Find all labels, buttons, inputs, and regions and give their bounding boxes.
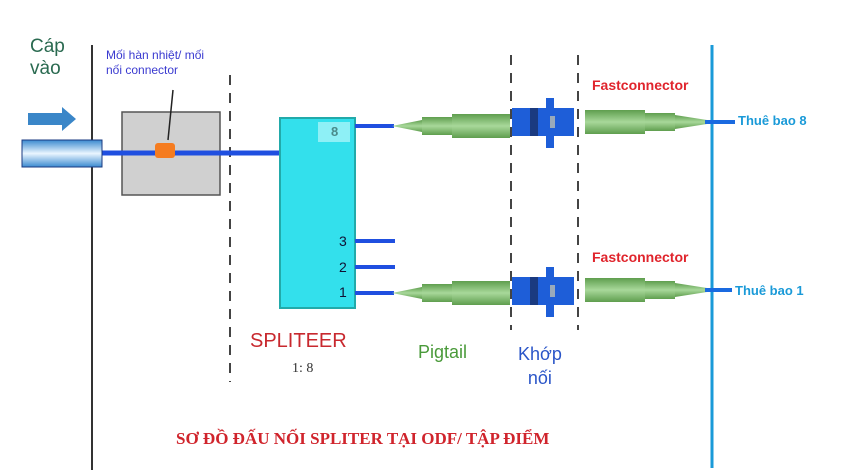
pointer-line	[167, 89, 174, 141]
coupler-1	[512, 267, 574, 317]
splitter-label: SPLITEER	[250, 330, 347, 352]
fastconnector-1	[585, 278, 707, 302]
splitter-box	[279, 117, 356, 309]
fastconnector-label-top: Fastconnector	[592, 77, 689, 93]
port-3: 3	[339, 233, 347, 249]
arrow-right-icon	[28, 107, 76, 131]
incoming-cable	[21, 139, 103, 168]
coupler-8	[512, 98, 574, 148]
port-8-label-bg	[318, 122, 350, 142]
fastconnector-label-bottom: Fastconnector	[592, 249, 689, 265]
subscriber-1-label: Thuê bao 1	[735, 283, 804, 298]
port-1: 1	[339, 284, 347, 300]
port-2: 2	[339, 259, 347, 275]
splice-point	[155, 143, 175, 158]
pigtail-connector-1	[392, 281, 510, 305]
port-8: 8	[331, 124, 339, 139]
pigtail-connector-8	[392, 114, 510, 138]
diagram-title: SƠ ĐỒ ĐẤU NỐI SPLITER TẠI ODF/ TẬP ĐIỂM	[176, 429, 550, 448]
fastconnector-8	[585, 110, 707, 134]
subscriber-8-label: Thuê bao 8	[738, 113, 807, 128]
ratio-label: 1: 8	[292, 361, 314, 376]
pigtail-label: Pigtail	[418, 342, 468, 362]
